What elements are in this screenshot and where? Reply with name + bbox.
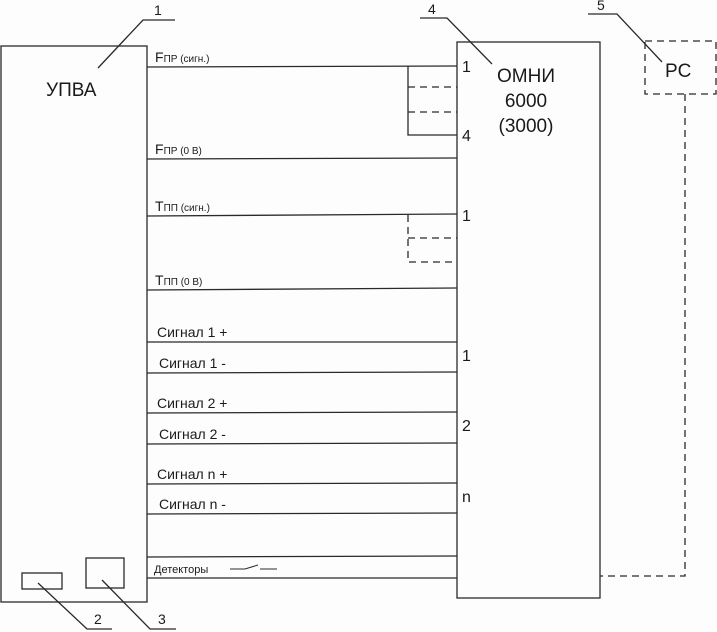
callout-1-label: 1	[154, 2, 162, 18]
callout-3-label: 3	[158, 611, 166, 627]
wire-t-signal-label: TПП (сигн.)	[155, 198, 210, 214]
wire-signal-n-minus	[146, 512, 458, 515]
callout-3-leader	[101, 579, 176, 630]
wire-f-zero-label: FПР (0 В)	[155, 141, 202, 157]
component-3	[85, 557, 125, 589]
callout-5-label: 5	[597, 0, 605, 13]
omni-title-line3: (3000)	[499, 116, 554, 137]
pin-signal-2: 2	[462, 418, 471, 435]
f-bracket	[407, 66, 457, 136]
upva-block	[0, 45, 148, 603]
callout-2-label: 2	[94, 611, 102, 627]
pin-signal-n: n	[462, 489, 471, 506]
wire-t-zero-label: TПП (0 В)	[155, 272, 202, 288]
t-bracket-dashed	[407, 215, 457, 263]
wire-f-signal	[146, 65, 458, 68]
callout-5-leader	[588, 13, 663, 63]
wire-signal-2-plus-label: Сигнал 2 +	[157, 395, 227, 411]
wire-signal-n-minus-label: Сигнал n -	[159, 496, 226, 512]
callout-1-leader	[97, 19, 175, 69]
wire-t-zero	[146, 287, 458, 291]
wire-signal-n-plus-label: Сигнал n +	[157, 466, 227, 482]
upva-title: УПВА	[46, 80, 97, 101]
detectors-label: Детекторы	[154, 564, 208, 576]
switch-icon	[230, 564, 259, 570]
omni-title-line1: ОМНИ	[497, 66, 555, 87]
wire-signal-1-minus-label: Сигнал 1 -	[159, 355, 226, 371]
wire-detectors-top	[146, 555, 458, 558]
pc-title: PC	[665, 61, 691, 82]
wire-signal-2-plus	[146, 411, 458, 414]
omni-title-line2: 6000	[505, 91, 547, 112]
wire-f-signal-label: FПР (сигн.)	[155, 49, 209, 65]
pc-omni-link	[600, 94, 686, 577]
callout-4-label: 4	[428, 1, 436, 17]
pin-signal-1: 1	[462, 348, 471, 365]
wire-signal-n-plus	[146, 482, 458, 485]
wire-signal-1-minus	[146, 371, 458, 374]
component-2	[21, 572, 63, 590]
wire-signal-1-plus-label: Сигнал 1 +	[157, 324, 227, 340]
wire-f-zero	[146, 157, 458, 160]
wire-signal-2-minus	[146, 442, 458, 445]
callout-4-leader	[420, 17, 493, 65]
wire-signal-2-minus-label: Сигнал 2 -	[159, 426, 226, 442]
wire-t-signal	[146, 213, 458, 217]
pc-block	[644, 40, 717, 95]
pin-t-first: 1	[462, 208, 471, 225]
omni-block	[456, 41, 601, 599]
pin-f-first: 1	[462, 59, 471, 76]
pin-f-last: 4	[462, 128, 471, 145]
callout-2-leader	[37, 582, 112, 630]
